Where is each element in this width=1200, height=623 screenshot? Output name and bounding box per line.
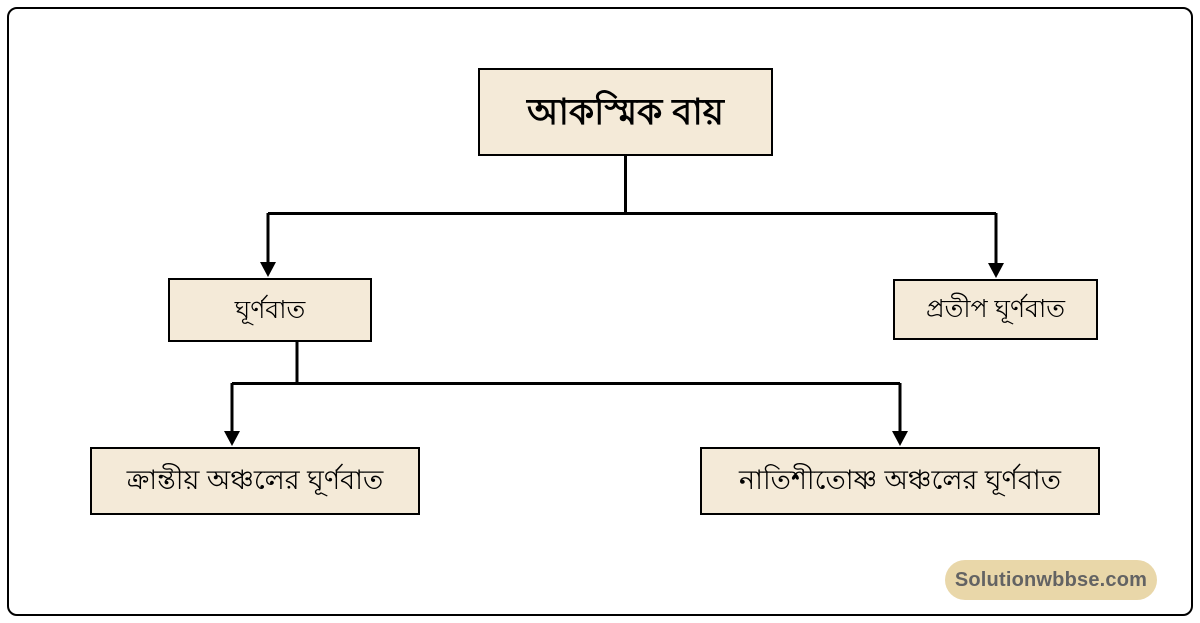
node-cyclone-label: ঘূর্ণবাত	[234, 295, 306, 324]
node-root-label: আকস্মিক বায়	[527, 91, 724, 133]
node-tropical-cyclone: ক্রান্তীয় অঞ্চলের ঘূর্ণবাত	[90, 447, 420, 515]
node-root-sudden-wind: আকস্মিক বায়	[478, 68, 773, 156]
watermark-badge: Solutionwbbse.com	[945, 560, 1157, 600]
diagram-frame	[7, 7, 1193, 616]
watermark-text: Solutionwbbse.com	[954, 568, 1148, 591]
node-temperate-cyclone: নাতিশীতোষ্ণ অঞ্চলের ঘূর্ণবাত	[700, 447, 1100, 515]
node-tropical-label: ক্রান্তীয় অঞ্চলের ঘূর্ণবাত	[126, 465, 384, 496]
node-anticyclone: প্রতীপ ঘূর্ণবাত	[893, 279, 1098, 340]
node-cyclone: ঘূর্ণবাত	[168, 278, 372, 342]
node-temperate-label: নাতিশীতোষ্ণ অঞ্চলের ঘূর্ণবাত	[739, 465, 1061, 496]
node-anticyclone-label: প্রতীপ ঘূর্ণবাত	[926, 295, 1065, 324]
